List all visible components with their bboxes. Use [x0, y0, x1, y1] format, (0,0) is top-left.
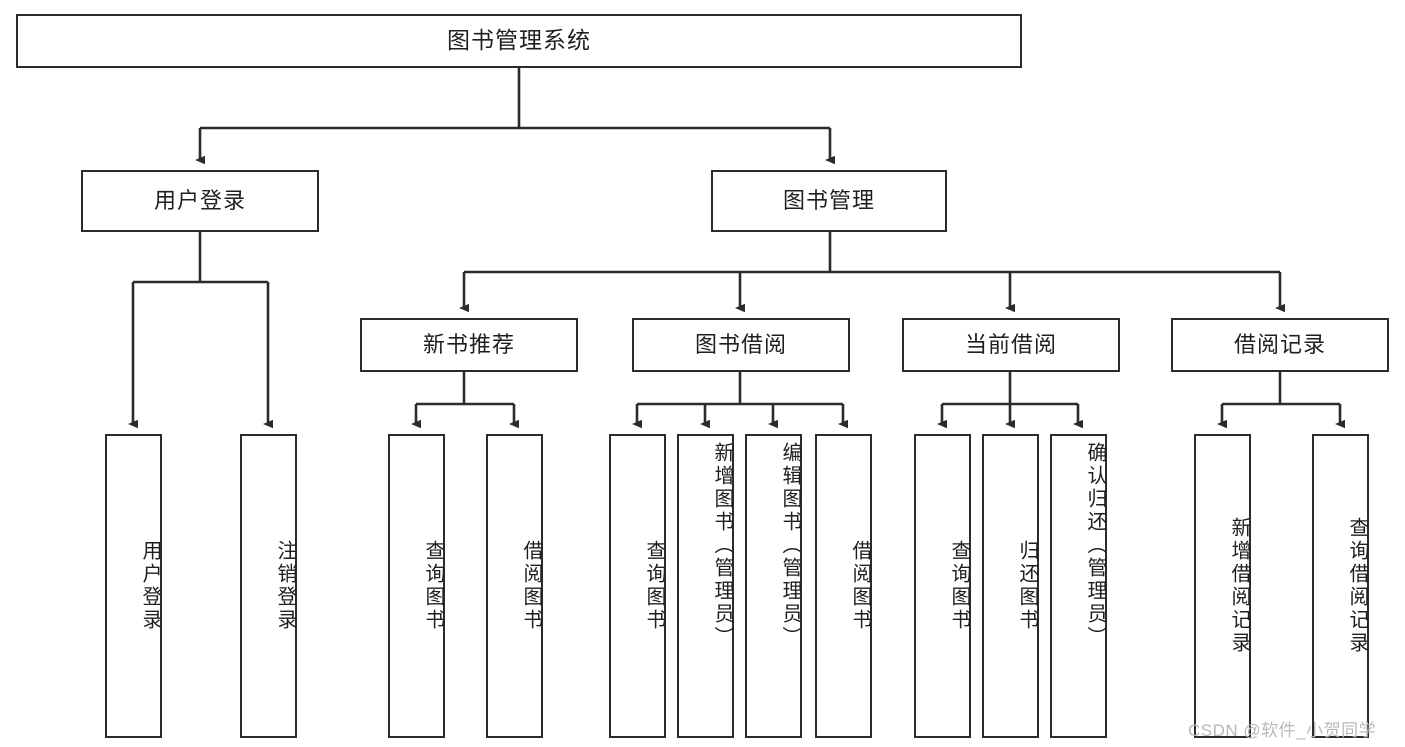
leaf-query-book-2[interactable]: 查询图书 [609, 434, 666, 738]
leaf-label: 新增图书（管理员） [711, 442, 733, 649]
leaf-label: 注销登录 [274, 540, 296, 632]
node-current-borrow[interactable]: 当前借阅 [902, 318, 1120, 372]
leaf-logout-login[interactable]: 注销登录 [240, 434, 297, 738]
leaf-borrow-book-1[interactable]: 借阅图书 [486, 434, 543, 738]
leaf-label: 用户登录 [139, 540, 161, 632]
node-root[interactable]: 图书管理系统 [16, 14, 1022, 68]
leaf-label: 借阅图书 [520, 540, 542, 632]
watermark-text: CSDN @软件_小贺同学 [1188, 721, 1377, 740]
leaf-label: 查询图书 [643, 540, 665, 632]
leaf-query-book-3[interactable]: 查询图书 [914, 434, 971, 738]
leaf-add-book-admin[interactable]: 新增图书（管理员） [677, 434, 734, 738]
leaf-label: 新增借阅记录 [1228, 517, 1250, 655]
leaf-return-book[interactable]: 归还图书 [982, 434, 1039, 738]
node-book-manage[interactable]: 图书管理 [711, 170, 947, 232]
leaf-label: 借阅图书 [849, 540, 871, 632]
node-borrow-record[interactable]: 借阅记录 [1171, 318, 1389, 372]
leaf-label: 编辑图书（管理员） [779, 442, 801, 649]
leaf-confirm-return-admin[interactable]: 确认归还（管理员） [1050, 434, 1107, 738]
leaf-user-login[interactable]: 用户登录 [105, 434, 162, 738]
leaf-edit-book-admin[interactable]: 编辑图书（管理员） [745, 434, 802, 738]
node-book-borrow[interactable]: 图书借阅 [632, 318, 850, 372]
node-new-book-recommend[interactable]: 新书推荐 [360, 318, 578, 372]
leaf-label: 查询图书 [422, 540, 444, 632]
leaf-query-book-1[interactable]: 查询图书 [388, 434, 445, 738]
leaf-label: 归还图书 [1016, 540, 1038, 632]
leaf-query-borrow-record[interactable]: 查询借阅记录 [1312, 434, 1369, 738]
leaf-add-borrow-record[interactable]: 新增借阅记录 [1194, 434, 1251, 738]
leaf-label: 查询借阅记录 [1346, 517, 1368, 655]
leaf-label: 查询图书 [948, 540, 970, 632]
leaf-borrow-book-2[interactable]: 借阅图书 [815, 434, 872, 738]
node-user-login[interactable]: 用户登录 [81, 170, 319, 232]
leaf-label: 确认归还（管理员） [1084, 442, 1106, 649]
